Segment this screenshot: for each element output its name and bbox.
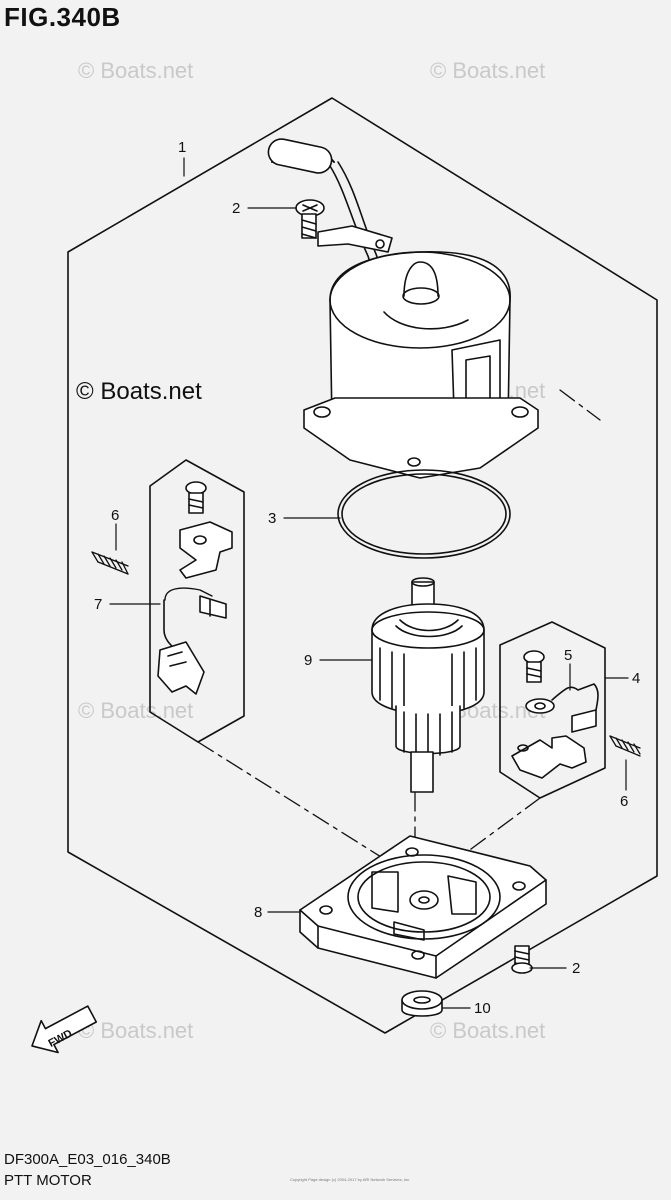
o-ring-3 [337,469,511,559]
callout-6-right: 6 [620,793,628,810]
callout-1: 1 [178,139,186,156]
watermark: © Boats.net [430,1018,546,1043]
callout-7: 7 [94,596,102,613]
assembly-outline [67,97,658,1034]
callout-2: 2 [232,200,240,217]
spring-6-left [91,551,129,575]
watermark: © Boats.net [430,58,546,83]
copyright-notice: Copyright Page design (c) 2004-2017 by A… [290,1177,411,1182]
brush-holder-frame-right [499,621,606,799]
fwd-arrow [31,1005,98,1054]
screw-2-top [295,199,325,239]
callout-9: 9 [304,652,312,669]
spring-6-right [609,735,641,757]
brush-holder-left [157,481,233,695]
callout-8: 8 [254,904,262,921]
diagram-name: PTT MOTOR [4,1172,92,1189]
motor-housing [303,250,539,479]
callout-2-bottom: 2 [572,960,580,977]
brush-holder-frame-left [149,459,245,743]
diagram-code: DF300A_E03_016_340B [4,1151,171,1168]
callout-5: 5 [564,647,572,664]
callout-6-left: 6 [111,507,119,524]
callout-4: 4 [632,670,640,687]
watermark: © Boats.net [78,58,194,83]
armature-9 [371,577,485,793]
watermark: © Boats.net [78,1018,194,1043]
screw-2-bottom [511,945,533,974]
watermark-main: © Boats.net [76,378,202,405]
washer-10 [401,990,443,1017]
callout-3: 3 [268,510,276,527]
watermark: © Boats.net [78,698,194,723]
callout-10: 10 [474,1000,491,1017]
end-cap-8 [299,835,547,979]
figure-title: FIG.340B [4,2,121,32]
brush-holder-right [511,650,599,779]
